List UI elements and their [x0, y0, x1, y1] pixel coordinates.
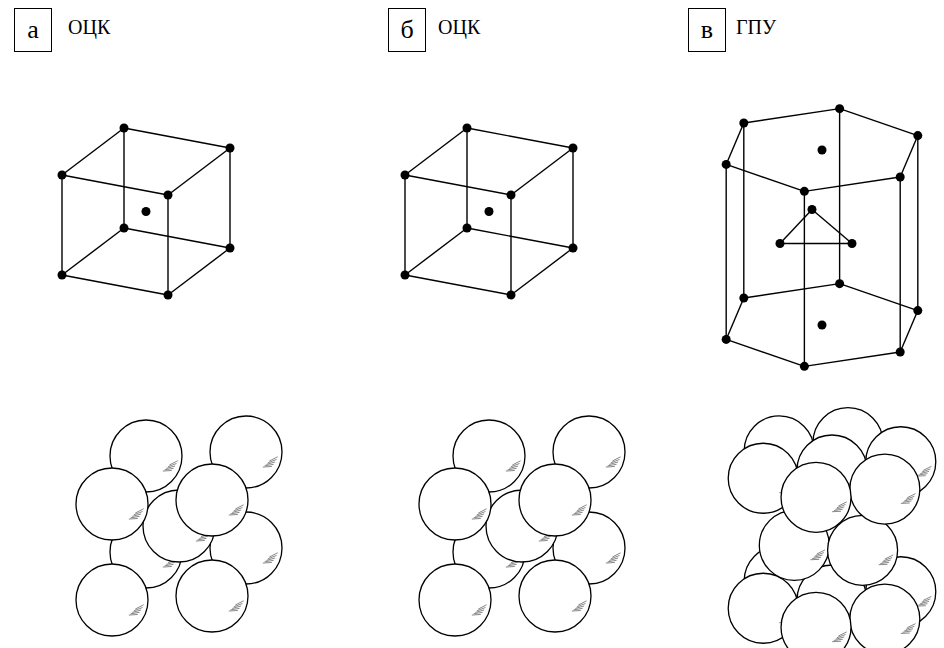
bcc-sphere-model: [419, 416, 625, 636]
lattice-type-label: ОЦК: [438, 16, 480, 39]
bcc-sphere-model: [76, 416, 282, 636]
bcc-cell: [58, 124, 235, 300]
panel-letter-box: а: [14, 8, 52, 52]
hcp-cell: [722, 104, 923, 371]
panel-letter-box: в: [688, 8, 726, 52]
panel-letter: в: [701, 15, 713, 45]
lattice-type-label: ГПУ: [736, 16, 776, 39]
bcc-cell: [401, 124, 578, 300]
panel-letter: а: [27, 15, 39, 45]
hcp-sphere-model: [728, 408, 936, 648]
lattice-type-label: ОЦК: [68, 16, 110, 39]
panel-letter: б: [400, 15, 413, 45]
panel-letter-box: б: [388, 8, 426, 52]
